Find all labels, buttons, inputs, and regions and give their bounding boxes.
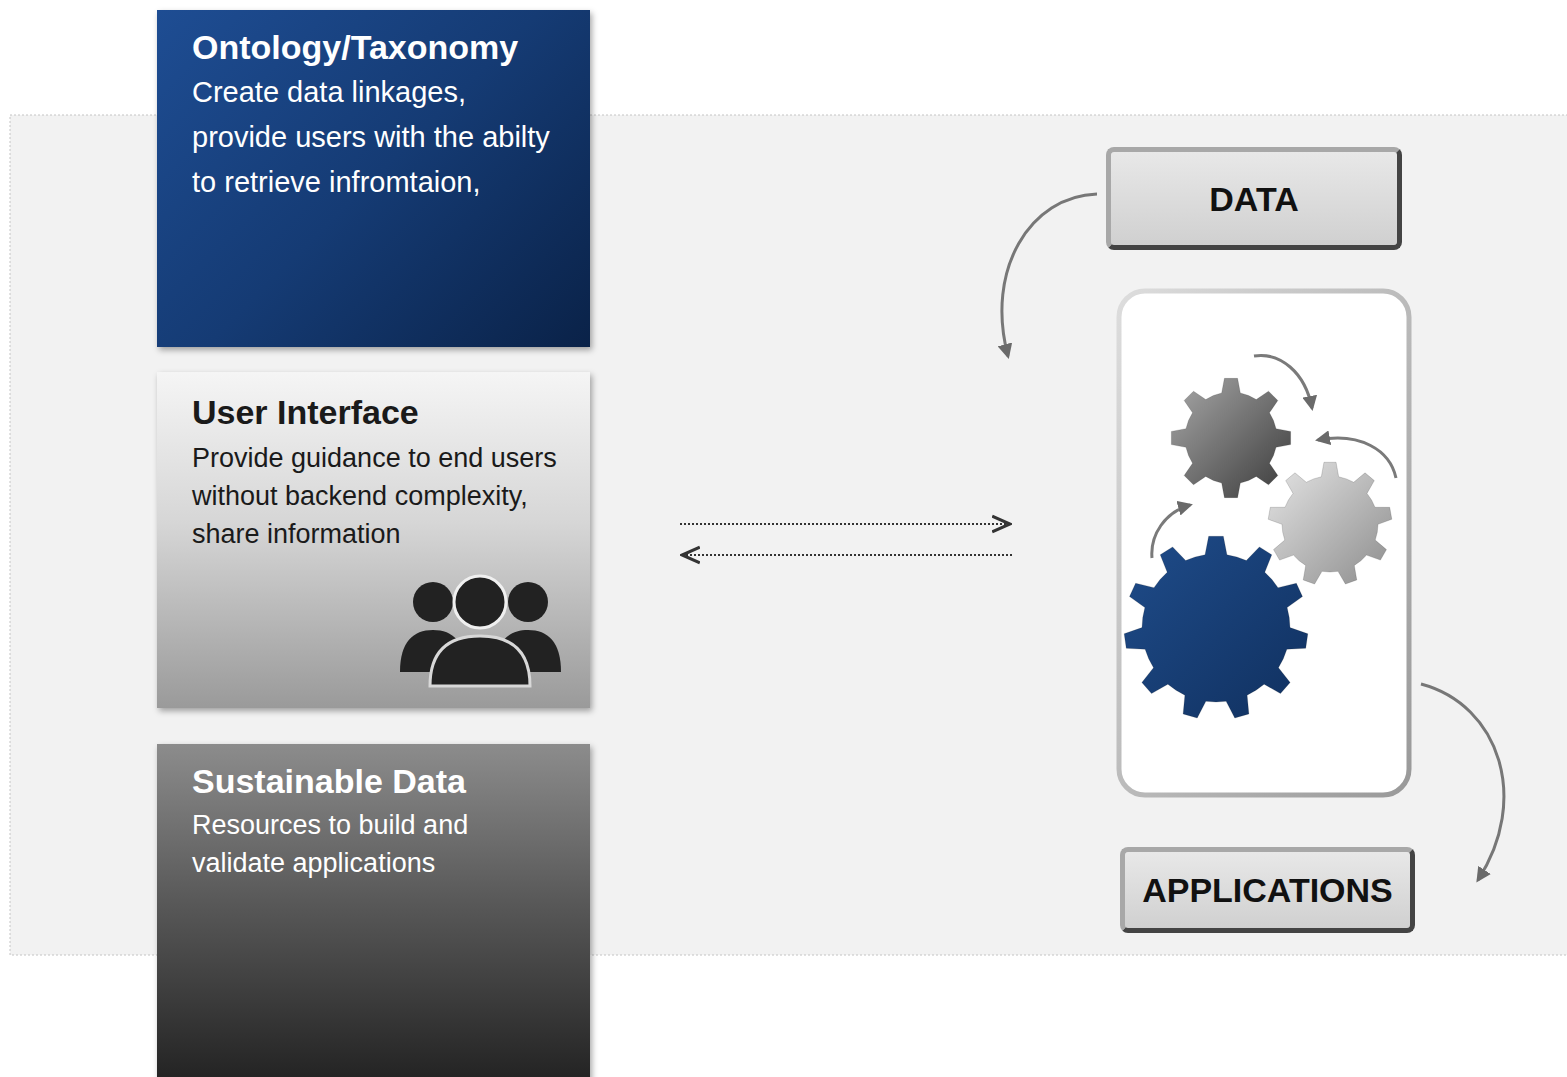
box-label: DATA: [1209, 179, 1298, 219]
gear-group: [1124, 378, 1392, 718]
person-head: [454, 576, 506, 628]
cycle-arrow: [1254, 355, 1312, 408]
gear: [1171, 378, 1290, 497]
concept-box: Sustainable DataResources to build and v…: [157, 744, 590, 1077]
cycle-arrow: [1318, 438, 1396, 478]
person-head: [413, 582, 453, 622]
gear: [1268, 462, 1392, 584]
label-box: DATA: [1106, 147, 1402, 250]
gear: [1124, 536, 1308, 718]
box-label: APPLICATIONS: [1142, 870, 1393, 910]
exchange-arrow: [680, 523, 1010, 525]
concept-box: User InterfaceProvide guidance to end us…: [157, 372, 590, 708]
process-panel: [1119, 291, 1409, 795]
exchange-arrow: [682, 554, 1012, 556]
label-box: APPLICATIONS: [1120, 847, 1415, 933]
flow-arrow: [1421, 684, 1504, 880]
people-icon: [398, 572, 563, 690]
box-heading: Sustainable Data: [192, 761, 568, 802]
box-body: Create data linkages, provide users with…: [192, 70, 568, 205]
person-head: [508, 582, 548, 622]
concept-box: Ontology/TaxonomyCreate data linkages, p…: [157, 10, 590, 347]
flow-arrow: [1002, 194, 1097, 356]
box-body: Resources to build and validate applicat…: [192, 806, 568, 882]
box-heading: User Interface: [192, 392, 568, 433]
box-body: Provide guidance to end users without ba…: [192, 439, 568, 553]
cycle-arrow: [1152, 505, 1190, 558]
person-body: [430, 636, 530, 686]
people-figures: [400, 576, 561, 686]
box-heading: Ontology/Taxonomy: [192, 27, 568, 68]
